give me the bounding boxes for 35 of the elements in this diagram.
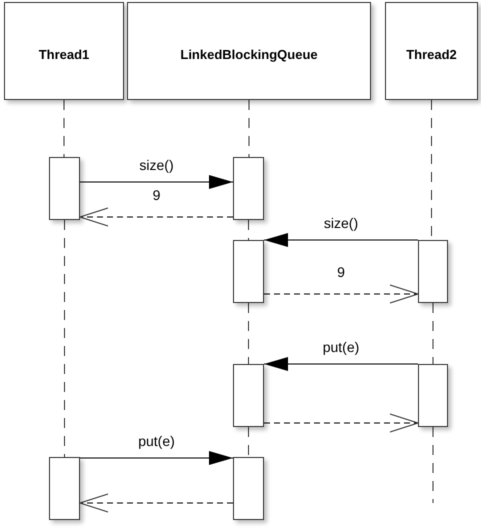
activation-bar (233, 240, 264, 303)
return-message-arrow (80, 494, 234, 512)
message-label: 9 (335, 264, 347, 280)
activation-bar (233, 457, 264, 520)
participant-name: Thread2 (406, 47, 457, 62)
message-label: put(e) (136, 433, 177, 449)
activation-bar (233, 364, 264, 427)
activation-bar (49, 457, 80, 520)
message-label: put(e) (320, 339, 362, 355)
lifeline (248, 302, 249, 364)
lifeline (64, 220, 65, 458)
lifeline (432, 302, 434, 364)
lifeline (432, 426, 434, 504)
message-label: size() (137, 157, 176, 173)
message-arrow (80, 451, 234, 465)
lifeline-header-box (385, 2, 478, 100)
lifeline (248, 100, 250, 158)
lifeline (248, 220, 249, 240)
message-arrow (80, 175, 234, 189)
message-arrow (264, 357, 418, 371)
participant-name: Thread1 (38, 47, 90, 62)
activation-bar (233, 157, 264, 220)
return-message-arrow (80, 208, 234, 226)
participant-name: LinkedBlockingQueue (180, 47, 318, 62)
activation-bar (418, 240, 448, 303)
message-label: 9 (150, 187, 162, 203)
activation-bar (49, 157, 80, 220)
lifeline-header-box (4, 2, 124, 100)
activation-bar (418, 364, 448, 427)
lifeline-header-box (127, 2, 371, 100)
return-message-arrow (264, 284, 418, 304)
message-label: size() (322, 215, 360, 231)
message-arrow (264, 233, 418, 247)
lifeline (248, 426, 249, 458)
return-message-arrow (264, 414, 418, 432)
